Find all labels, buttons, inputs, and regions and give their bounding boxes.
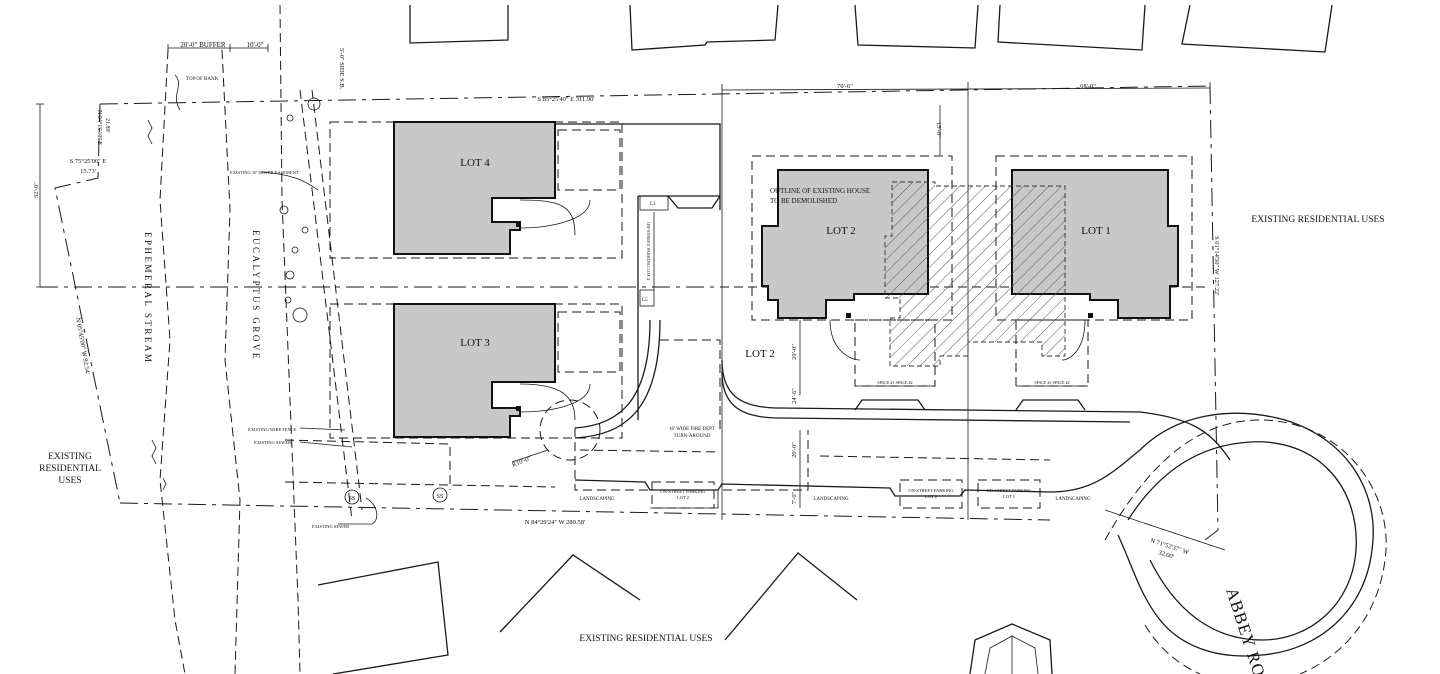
- existing-uses-left-3: USES: [58, 476, 81, 486]
- onstreet-lot1-line1: ON-STREET PARKING: [986, 488, 1032, 493]
- demolish-label: TO BE DEMOLISHED: [770, 197, 837, 205]
- l5-label: L5: [642, 298, 648, 303]
- existing-uses-right: EXISTING RESIDENTIAL USES: [1251, 215, 1384, 225]
- dim-52-0: 52'-0": [33, 182, 40, 198]
- top-of-bank-label: TOP OF BANK: [186, 77, 219, 82]
- landscaping-label-2: LANDSCAPING: [813, 497, 849, 502]
- right-bearing-s01: S 01°14'50" W 127.22': [1213, 236, 1220, 295]
- onstreet-lot1-line2: LOT 1: [1003, 494, 1015, 499]
- bottom-bearing: N 84°29'24" W 280.58': [525, 519, 585, 526]
- landscaping-label-3: LANDSCAPING: [1055, 497, 1091, 502]
- dim-7-0: 7'-0": [791, 491, 798, 504]
- dim-68-0: 68'-0": [1080, 83, 1096, 90]
- lot-2-label: LOT 2: [826, 225, 855, 237]
- abbey-road-cul-de-sac: [1104, 412, 1387, 674]
- annotation-labels: TOP OF BANK EPHEMERAL STREAM EUCALYPTUS …: [143, 77, 1269, 674]
- lot-3-label: LOT 3: [460, 337, 490, 349]
- dim-15-0: 15'-0": [935, 122, 942, 138]
- sewer-easement-label: EXISTING 10' SEWER EASEMENT: [230, 170, 299, 175]
- sewer-lines: [261, 171, 556, 525]
- onstreet-lot2-a-line2: LOT 2: [677, 495, 689, 500]
- ten-ft-dimension: 10'-0": [247, 41, 264, 49]
- onstreet-lot2-a-line1: ON-STREET PARKING: [660, 489, 706, 494]
- landscaping-label-1: LANDSCAPING: [579, 497, 615, 502]
- lot-2-driveway-label: LOT 2: [745, 348, 774, 360]
- existing-uses-left-1: EXISTING: [48, 452, 92, 462]
- lot-labels: LOT 4 LOT 3 LOT 2 LOT 1 LOT 2: [460, 157, 1110, 360]
- lot-4-label: LOT 4: [460, 157, 490, 169]
- outline-existing-house-label: OUTLINE OF EXISTING HOUSE: [770, 187, 870, 195]
- parking-spaces: [854, 319, 1089, 411]
- eucalyptus-grove-label: EUCALYPTUS GROVE: [251, 230, 261, 361]
- fire-turnaround-label-1: 16' WIDE FIRE DEPT: [669, 427, 715, 432]
- sewer-manholes: SS SS: [344, 487, 448, 505]
- existing-sewer-label-1: EXISTING SEWER: [254, 440, 291, 445]
- left-bearing-n04-val: 21.89': [104, 118, 110, 133]
- left-bearing-n05: N 05°45'00" W 92.54': [74, 317, 91, 375]
- onstreet-lot2-b-line1: ON-STREET PARKING: [908, 488, 954, 493]
- left-bearing-s75-val: 15.73': [80, 168, 96, 175]
- existing-house-demolish-outline: [884, 181, 1066, 367]
- arc-length: 32.00': [1157, 549, 1174, 561]
- manhole-ss-1: SS: [349, 496, 356, 502]
- onstreet-parking-lot4: ON-STREET PARKING LOT 4: [646, 222, 651, 281]
- top-bearing: S 85°25'40" E 311.90': [537, 96, 594, 103]
- existing-uses-labels: EXISTING RESIDENTIAL USES EXISTING RESID…: [39, 215, 1384, 644]
- lot-3-pad: [329, 303, 623, 439]
- buffer-dimension: 20'-0" BUFFER: [180, 41, 225, 49]
- ephemeral-stream-label: EPHEMERAL STREAM: [143, 232, 153, 364]
- abbey-road-label: ABBEY RO: [1222, 585, 1269, 674]
- dim-20-0-b: 20'-0": [791, 442, 798, 458]
- neighbor-buildings-top: [409, 4, 1333, 53]
- dim-20-0-a: 20'-0": [791, 344, 798, 360]
- l3-label: L3: [650, 202, 656, 207]
- access-road: [574, 359, 1231, 509]
- lot-4-pad: [329, 121, 623, 259]
- onstreet-lot2-b-line2: LOT 2: [925, 494, 937, 499]
- parking-space-lot2: SPACE #1 SPACE #2: [877, 380, 912, 385]
- existing-uses-left-2: RESIDENTIAL: [39, 464, 101, 474]
- existing-sewer-label-2: EXISTING SEWER: [312, 524, 349, 529]
- side-setback-dimension: 5'-0" SIDE S.B.: [338, 48, 345, 90]
- dim-24-6: 24'-6": [791, 388, 798, 404]
- neighbor-buildings-bottom: [317, 552, 1053, 674]
- left-bearing-n04: N 04°15'10" E: [96, 110, 103, 145]
- driveway-and-turnaround: [511, 123, 809, 491]
- stream-and-grove-lines: [147, 4, 363, 674]
- lot-1-label: LOT 1: [1081, 225, 1110, 237]
- manhole-ss-2: SS: [437, 494, 444, 500]
- existing-uses-bottom: EXISTING RESIDENTIAL USES: [579, 634, 712, 644]
- fire-turnaround-label-2: TURN-AROUND: [674, 434, 711, 439]
- dim-r10: R10'-0": [511, 455, 533, 469]
- dim-70-6: 70'-6": [837, 83, 853, 90]
- left-bearing-s75: S 75°25'00" E: [70, 158, 107, 165]
- wire-fence-label: EXISTING WIRE FENCE: [248, 427, 297, 432]
- parking-space-lot1: SPACE #1 SPACE #2: [1034, 380, 1069, 385]
